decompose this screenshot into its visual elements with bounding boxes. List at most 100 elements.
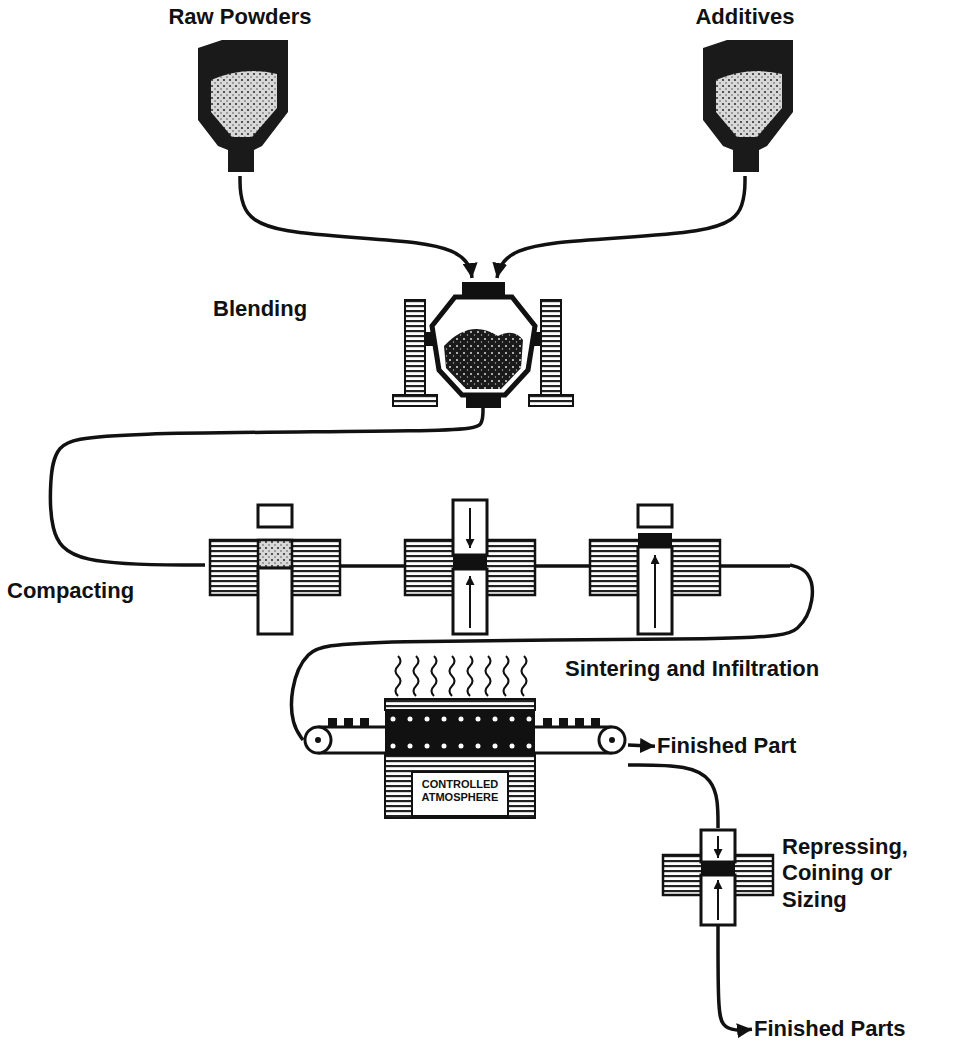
sintering-furnace [408,717,413,722]
compacting-die [453,569,487,634]
sintering-furnace [360,718,369,726]
sintering-furnace [442,717,447,722]
step-label: Finished Part [657,733,800,759]
hopper [211,71,277,137]
sintering-furnace [385,710,535,755]
step-label: Finished Parts [754,1016,910,1042]
sintering-furnace [559,718,568,726]
sintering-furnace [305,727,331,753]
flow-line [50,408,483,565]
repress-die [717,880,719,920]
sintering-furnace [476,744,481,749]
sintering-furnace [486,656,491,696]
process-step: Sintering and InfiltrationCONTROLLED ATM… [303,690,628,818]
sintering-furnace [425,717,430,722]
sintering-furnace [510,744,515,749]
sintering-furnace [432,656,437,696]
process-step: Repressing, Coining or Sizing [660,828,945,926]
compacting-die [210,505,340,634]
flow-line [497,176,745,278]
sintering-furnace [591,718,600,726]
sintering-furnace [442,744,447,749]
sintering-furnace [459,744,464,749]
compacting-die [469,508,471,548]
step-label: Sintering and Infiltration [565,656,895,682]
sintering-furnace [543,718,552,726]
sintering-furnace [493,717,498,722]
hopper [716,71,782,137]
step-label: Blending [213,296,343,322]
step-label: Raw Powders [150,4,330,30]
flow-line [718,926,752,1030]
blender [529,395,573,406]
sintering-furnace [425,744,430,749]
compacting-die [258,505,292,527]
sintering-furnace [315,737,321,743]
compacting-die [469,576,471,628]
sintering-furnace [408,744,413,749]
sintering-furnace [599,727,625,753]
sintering-furnace [504,656,509,696]
sintering-furnace [344,718,353,726]
sintering-furnace [396,656,401,696]
sintering-furnace [385,699,535,710]
blender [541,300,561,395]
process-step: Raw Powders [150,4,334,176]
compacting-die [453,500,487,555]
blender [393,395,437,406]
compacting-die [258,568,292,634]
repress-die [701,875,735,925]
sintering-furnace [385,755,535,818]
compacting-die [405,500,535,634]
sintering-furnace [468,656,473,696]
compacting-die [638,505,672,527]
step-note: CONTROLLED ATMOSPHERE [412,778,508,804]
sintering-furnace [609,737,615,743]
repress-die [701,862,735,875]
blender [466,395,501,408]
sintering-furnace [328,718,337,726]
sintering-furnace [450,656,455,696]
die-link [340,564,405,568]
step-label: Compacting [7,578,187,604]
process-step: Compacting [205,498,790,643]
sintering-furnace [522,656,527,696]
process-step: Blending [205,278,565,408]
sintering-furnace [527,744,532,749]
flow-line [240,176,472,278]
process-step: Finished Part [655,733,798,759]
blender [405,300,425,395]
flow-line [628,765,718,828]
sintering-furnace [476,717,481,722]
flow-line [292,565,813,740]
sintering-furnace [414,656,419,696]
sintering-furnace [391,717,396,722]
sintering-furnace [575,718,584,726]
hopper [198,40,288,172]
step-label: Repressing, Coining or Sizing [782,834,932,913]
process-step: Additives [655,4,839,176]
sintering-furnace [412,772,508,816]
hopper [198,40,288,172]
blender [444,329,523,389]
compacting-die [590,505,720,634]
sintering-furnace [527,717,532,722]
compacting-die [654,555,656,628]
blender [393,282,573,408]
repress-die [701,830,735,862]
sintering-furnace [510,717,515,722]
sintering-furnace [493,744,498,749]
die-link [535,564,590,568]
sintering-furnace [459,717,464,722]
repress-die [717,836,719,858]
process-step: Finished Parts [752,1016,908,1042]
compacting-die [258,540,292,568]
sintering-furnace [391,744,396,749]
hopper [703,40,793,172]
compacting-die [638,547,672,634]
flow-line [628,745,655,746]
repress-die [663,830,773,925]
compacting-die [638,533,672,547]
compacting-die [453,555,487,569]
